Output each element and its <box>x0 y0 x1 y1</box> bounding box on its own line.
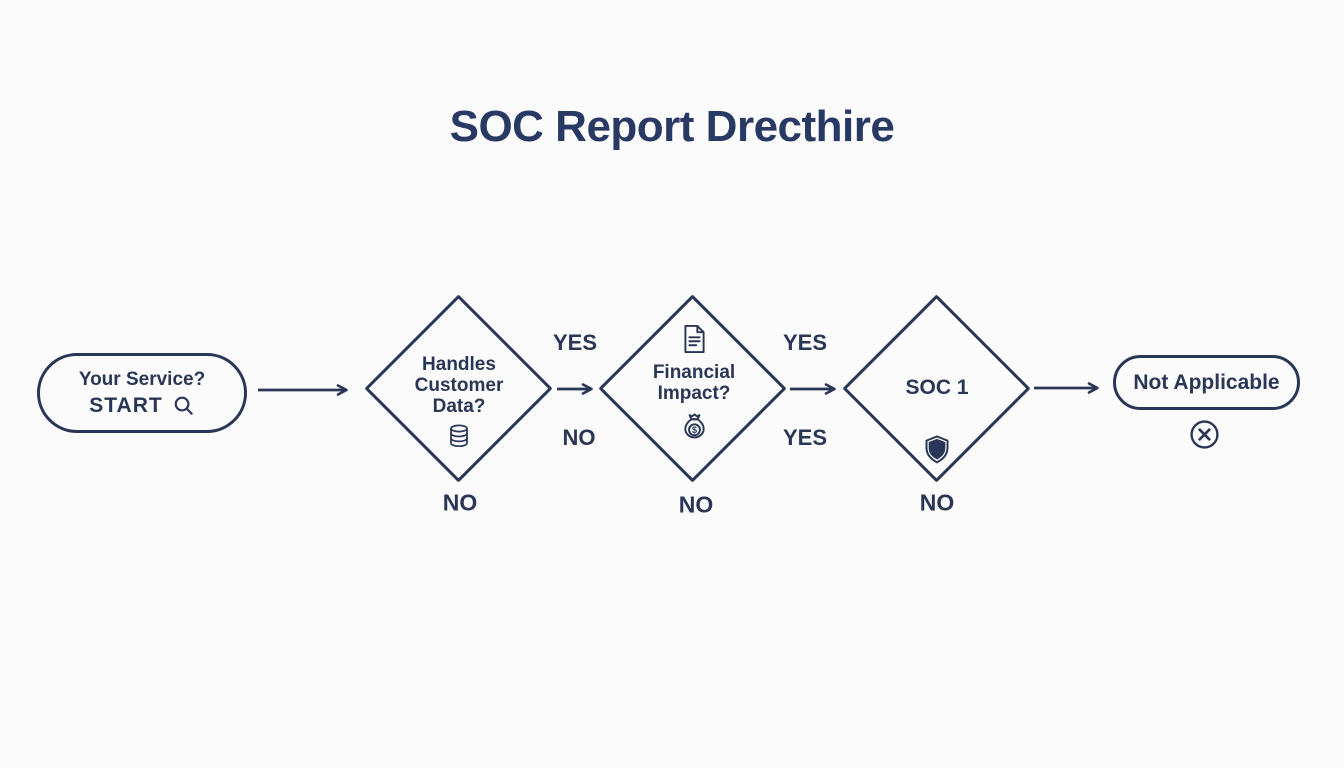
end-node: Not Applicable <box>1113 355 1300 410</box>
database-icon <box>447 423 471 450</box>
decision2-label-line2: Impact? <box>657 383 731 404</box>
decision3-content: SOC 1 <box>857 376 1017 465</box>
dollar-glyph: $ <box>691 425 696 435</box>
decision1-label-line3: Data? <box>432 396 486 417</box>
edge-label-yes-decision1: YES <box>552 330 598 355</box>
start-node: Your Service? START <box>37 353 247 433</box>
x-circle-icon <box>1189 419 1220 450</box>
start-label: START <box>89 393 163 417</box>
south-label-no-decision1: NO <box>442 489 478 516</box>
edge-label-yes-top-decision2: YES <box>782 330 828 355</box>
decision1-content: Handles Customer Data? <box>379 354 539 450</box>
search-icon <box>172 394 195 417</box>
start-row: START <box>89 394 194 418</box>
money-bag-icon: $ <box>680 411 709 443</box>
edge-label-yes-bottom-decision2: YES <box>782 425 828 450</box>
edge-label-no-decision1: NO <box>562 425 596 450</box>
shield-icon <box>923 434 951 465</box>
south-label-no-decision3: NO <box>919 489 955 516</box>
decision3-label: SOC 1 <box>905 376 969 399</box>
end-node-label: Not Applicable <box>1133 370 1280 394</box>
document-icon <box>682 324 707 354</box>
decision1-label-line1: Handles <box>422 354 496 375</box>
south-label-no-decision2: NO <box>678 491 714 518</box>
decision2-content: Financial Impact? $ <box>614 324 774 443</box>
decision1-label-line2: Customer <box>414 375 504 396</box>
decision2-label-line1: Financial <box>652 362 736 383</box>
start-question: Your Service? <box>78 368 206 390</box>
page-title: SOC Report Drecthire <box>449 102 895 151</box>
